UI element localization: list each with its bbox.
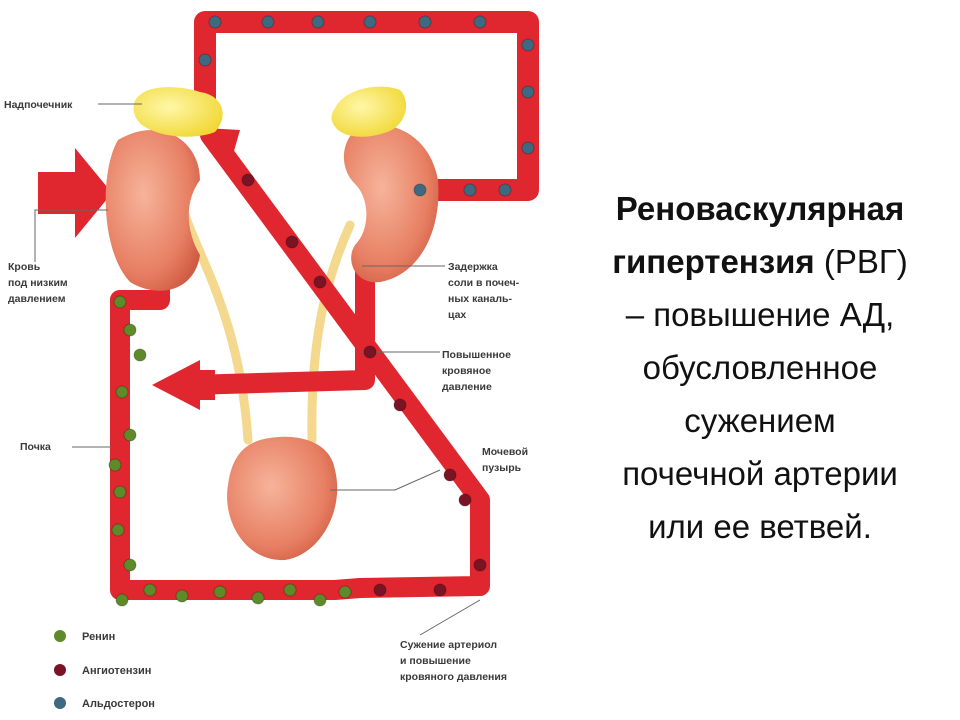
legend-dot-renin xyxy=(54,630,66,642)
molecule-dot xyxy=(363,345,377,359)
label-high-pressure-line: кровяное xyxy=(442,365,491,377)
label-high-pressure-line: давление xyxy=(442,381,492,393)
molecule-dot xyxy=(283,583,297,597)
molecule-dot xyxy=(473,558,487,572)
molecule-dot xyxy=(443,468,457,482)
molecule-dot xyxy=(433,583,447,597)
molecule-dot xyxy=(363,15,377,29)
molecule-dot xyxy=(463,183,477,197)
caption-line: почечной артерии xyxy=(622,455,898,492)
molecule-dot xyxy=(473,15,487,29)
right-kidney xyxy=(343,125,439,283)
caption-title: Реноваскулярная xyxy=(615,190,905,227)
angiotensin-arrow-head xyxy=(205,128,240,158)
left-kidney xyxy=(105,129,200,291)
molecule-dot xyxy=(115,385,129,399)
molecule-dot xyxy=(133,348,147,362)
legend-dot-aldosterone xyxy=(54,697,66,709)
caption-line: сужением xyxy=(684,402,836,439)
label-salt-line: цах xyxy=(448,309,466,321)
molecule-dot xyxy=(311,15,325,29)
caption-line: – повышение АД, xyxy=(625,296,895,333)
label-bladder-line: Мочевой xyxy=(482,446,528,458)
label-constriction-line: кровяного давления xyxy=(400,671,507,683)
molecule-dot xyxy=(313,275,327,289)
molecule-dot xyxy=(123,323,137,337)
label-bladder: Мочевой пузырь xyxy=(482,446,531,474)
renovascular-diagram: Надпочечник Кровь под низким давлением З… xyxy=(4,11,539,710)
molecule-dot xyxy=(175,589,189,603)
legend-label-aldosterone: Альдостерон xyxy=(82,698,155,710)
legend-label-renin: Ренин xyxy=(82,631,115,643)
label-salt-line: ных каналь- xyxy=(448,293,512,305)
molecule-dot xyxy=(108,458,122,472)
caption-abbrev: (РВГ) xyxy=(814,243,908,280)
caption-line: гипертензия (РВГ) xyxy=(560,235,960,288)
molecule-dot xyxy=(373,583,387,597)
label-constriction-line: Сужение артериол xyxy=(400,639,497,651)
molecule-dot xyxy=(113,295,127,309)
label-constriction-line: и повышение xyxy=(400,655,471,667)
molecule-dot xyxy=(113,485,127,499)
label-low-pressure: Кровь под низким давлением xyxy=(8,261,71,305)
molecule-dot xyxy=(208,15,222,29)
molecule-dot xyxy=(413,183,427,197)
molecule-dot xyxy=(285,235,299,249)
molecule-dot xyxy=(338,585,352,599)
caption-line: Реноваскулярная xyxy=(560,182,960,235)
molecule-dot xyxy=(458,493,472,507)
molecule-dot xyxy=(111,523,125,537)
label-constriction: Сужение артериол и повышение кровяного д… xyxy=(400,639,507,683)
pressure-arrow xyxy=(152,360,215,410)
label-adrenal: Надпочечник xyxy=(4,99,73,111)
molecule-dots xyxy=(108,15,535,607)
ureters xyxy=(180,210,355,445)
molecule-dot xyxy=(123,558,137,572)
caption-line: или ее ветвей. xyxy=(648,508,872,545)
caption-title-cont: гипертензия xyxy=(612,243,815,280)
molecule-dot xyxy=(261,15,275,29)
label-high-pressure: Повышенное кровяное давление xyxy=(442,349,514,393)
molecule-dot xyxy=(115,593,129,607)
label-low-pressure-line: давлением xyxy=(8,293,66,305)
molecule-dot xyxy=(521,85,535,99)
molecule-dot xyxy=(213,585,227,599)
molecule-dot xyxy=(393,398,407,412)
legend: Ренин Ангиотензин Альдостерон xyxy=(54,630,155,710)
molecule-dot xyxy=(251,591,265,605)
low-pressure-arrow xyxy=(38,148,112,238)
label-low-pressure-line: Кровь xyxy=(8,261,41,273)
label-bladder-line: пузырь xyxy=(482,462,522,474)
molecule-dot xyxy=(498,183,512,197)
molecule-dot xyxy=(198,53,212,67)
label-low-pressure-line: под низким xyxy=(8,277,68,289)
label-kidney: Почка xyxy=(20,441,51,453)
left-adrenal xyxy=(133,87,223,137)
label-salt-line: Задержка xyxy=(448,261,498,273)
legend-dot-angiotensin xyxy=(54,664,66,676)
molecule-dot xyxy=(123,428,137,442)
label-high-pressure-line: Повышенное xyxy=(442,349,511,361)
bladder xyxy=(227,436,338,561)
molecule-dot xyxy=(521,141,535,155)
molecule-dot xyxy=(143,583,157,597)
right-adrenal xyxy=(331,86,407,137)
molecule-dot xyxy=(521,38,535,52)
label-salt-line: соли в почеч- xyxy=(448,277,520,289)
molecule-dot xyxy=(313,593,327,607)
label-salt-retention: Задержка соли в почеч- ных каналь- цах xyxy=(448,261,522,321)
slide-caption: Реноваскулярная гипертензия (РВГ) – повы… xyxy=(560,182,960,553)
molecule-dot xyxy=(418,15,432,29)
molecule-dot xyxy=(241,173,255,187)
legend-label-angiotensin: Ангиотензин xyxy=(82,665,151,677)
caption-line: обусловленное xyxy=(642,349,878,386)
